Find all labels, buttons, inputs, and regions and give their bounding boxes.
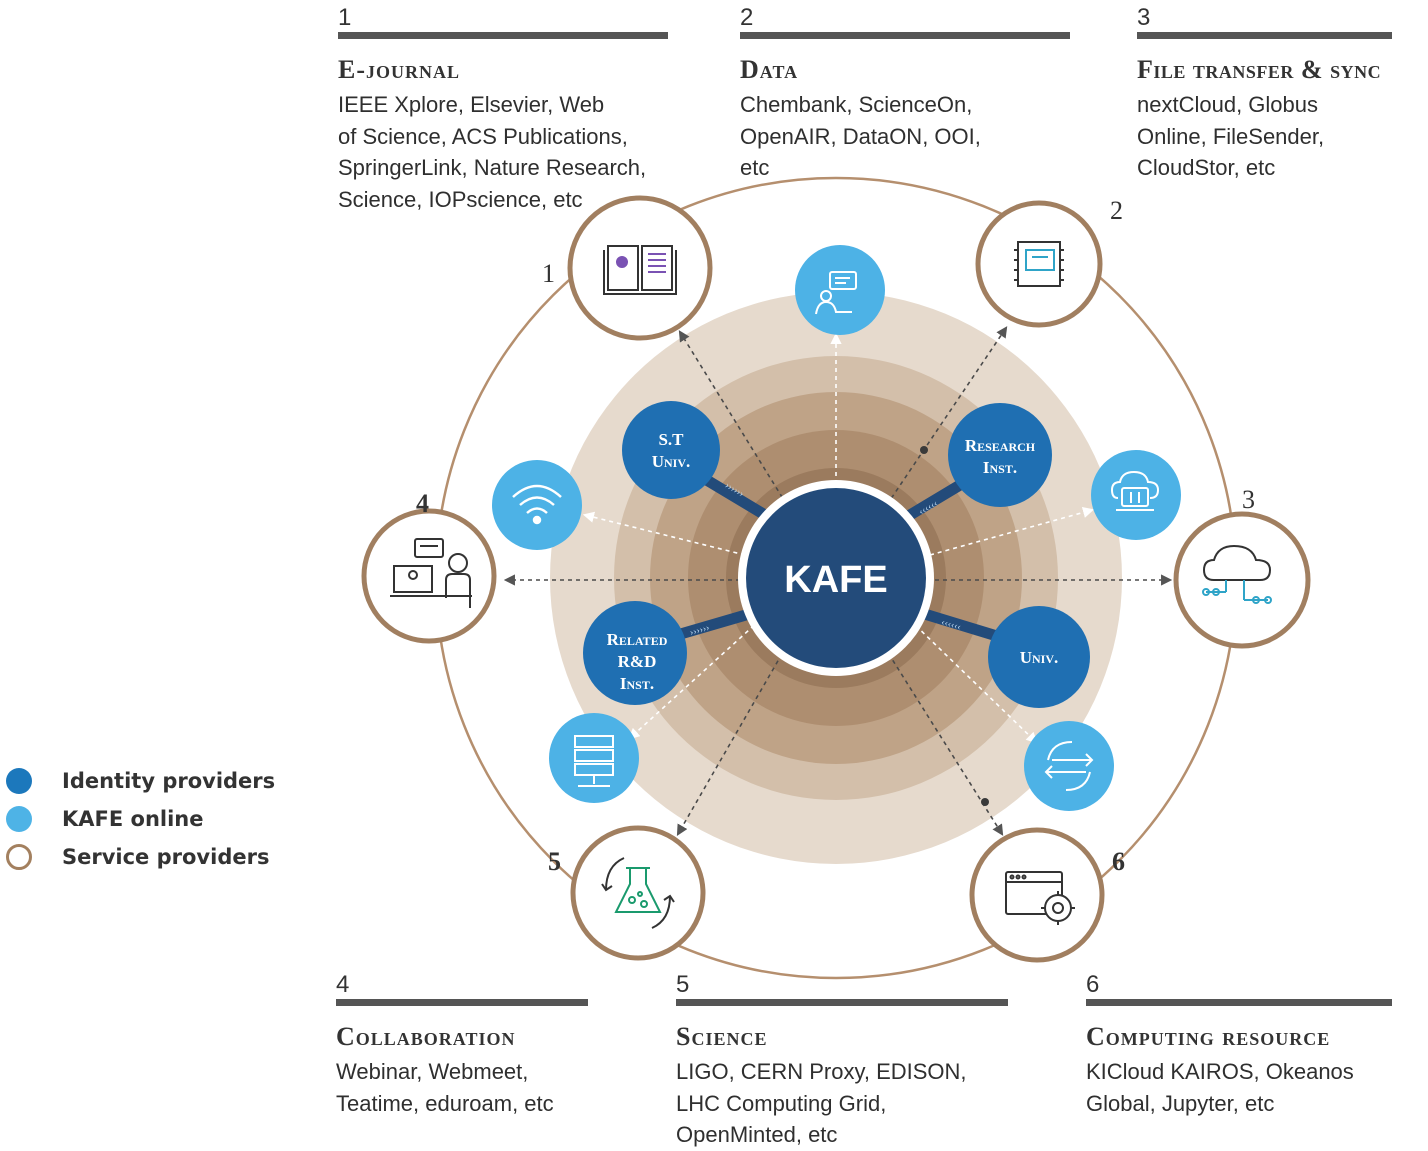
legend: Identity providers KAFE online Service p… [6, 762, 275, 876]
identity-provider-research-inst: Research Inst. [948, 403, 1052, 507]
identity-provider-related-rd-inst: Related R&D Inst. [583, 601, 687, 705]
legend-label: Identity providers [62, 769, 276, 793]
svg-text:Inst.: Inst. [983, 458, 1017, 477]
category-title: E-journal [338, 55, 461, 84]
link-sp-2 [877, 326, 1008, 519]
category-title: Science [676, 1022, 768, 1051]
svg-text:Inst.: Inst. [620, 674, 654, 693]
legend-label: KAFE online [62, 807, 204, 831]
category-2: 2 Data Chembank, ScienceOn,OpenAIR, Data… [740, 6, 1070, 184]
category-number: 3 [1137, 4, 1151, 31]
sp-number-2: 2 [1110, 196, 1123, 225]
sp-number-6: 6 [1112, 847, 1125, 876]
svg-text:S.T: S.T [658, 430, 684, 449]
service-provider-2 [975, 200, 1103, 328]
category-number: 2 [740, 4, 754, 31]
category-5: 5 Science LIGO, CERN Proxy, EDISON,LHC C… [676, 973, 1008, 1151]
kafe-label: KAFE [784, 559, 887, 601]
data-chip-icon [1014, 241, 1064, 287]
svg-text:Related: Related [607, 630, 668, 649]
identity-provider-st-univ: S.T Univ. [622, 401, 720, 499]
computing-gear-icon [1005, 871, 1075, 925]
category-description: LIGO, CERN Proxy, EDISON,LHC Computing G… [676, 1059, 967, 1147]
identity-providers-swatch [6, 768, 32, 794]
sp-number-4: 4 [416, 489, 429, 518]
svg-text:Research: Research [965, 436, 1036, 455]
sp-number-3: 3 [1242, 485, 1255, 514]
svg-text:R&D: R&D [618, 652, 657, 671]
link-sp-6 [879, 639, 1004, 836]
service-provider-3 [1173, 511, 1311, 649]
kafe-online-swatch [6, 806, 32, 832]
legend-service-providers: Service providers [6, 838, 275, 876]
cloud-sync-icon [1091, 450, 1181, 540]
kafe-center [746, 488, 926, 668]
category-divider [336, 999, 588, 1006]
sp-number-5: 5 [548, 847, 561, 876]
service-providers-swatch [6, 844, 32, 870]
sp-number-1: 1 [542, 259, 555, 288]
svg-text:‹‹‹‹‹‹: ‹‹‹‹‹‹ [940, 617, 962, 633]
legend-kafe-online: KAFE online [6, 800, 275, 838]
junction-dot [981, 798, 989, 806]
legend-identity-providers: Identity providers [6, 762, 275, 800]
category-title: Computing resource [1086, 1022, 1331, 1051]
category-divider [1137, 32, 1392, 39]
link-online-exchange [909, 619, 1038, 744]
cloud-network-icon [1202, 544, 1272, 604]
svg-text:››››››: ›››››› [689, 622, 711, 638]
link-online-wifi [582, 511, 746, 556]
category-number: 1 [338, 4, 352, 31]
link-sp-5 [676, 639, 791, 836]
server-rack-icon [549, 713, 639, 803]
service-provider-6 [969, 827, 1105, 963]
service-provider-4 [361, 508, 497, 644]
category-title: Data [740, 55, 799, 84]
svg-text:Univ.: Univ. [652, 452, 691, 471]
category-number: 5 [676, 971, 690, 998]
category-4: 4 Collaboration Webinar, Webmeet,Teatime… [336, 973, 588, 1119]
junction-dot [920, 446, 928, 454]
category-3: 3 File transfer & sync nextCloud, Globus… [1137, 6, 1392, 184]
chat-person-icon [795, 245, 885, 335]
category-6: 6 Computing resource KICloud KAIROS, Oke… [1086, 973, 1392, 1119]
svg-text:Univ.: Univ. [1020, 648, 1059, 667]
service-provider-1 [567, 195, 713, 341]
service-provider-5 [570, 825, 706, 961]
category-description: Webinar, Webmeet,Teatime, eduroam, etc [336, 1059, 554, 1116]
wifi-icon [492, 460, 582, 550]
identity-provider-univ: Univ. [988, 606, 1090, 708]
category-divider [740, 32, 1070, 39]
video-collaboration-icon [390, 538, 472, 608]
category-number: 6 [1086, 971, 1100, 998]
category-number: 4 [336, 971, 350, 998]
ejournal-book-icon [603, 245, 677, 295]
category-title: File transfer & sync [1137, 55, 1382, 84]
exchange-arrows-icon [1024, 721, 1114, 811]
category-description: Chembank, ScienceOn,OpenAIR, DataON, OOI… [740, 92, 981, 180]
category-divider [676, 999, 1008, 1006]
category-divider [338, 32, 668, 39]
science-flask-icon [601, 857, 675, 929]
category-divider [1086, 999, 1392, 1006]
link-online-server [628, 619, 761, 740]
category-title: Collaboration [336, 1022, 516, 1051]
legend-label: Service providers [62, 845, 270, 869]
